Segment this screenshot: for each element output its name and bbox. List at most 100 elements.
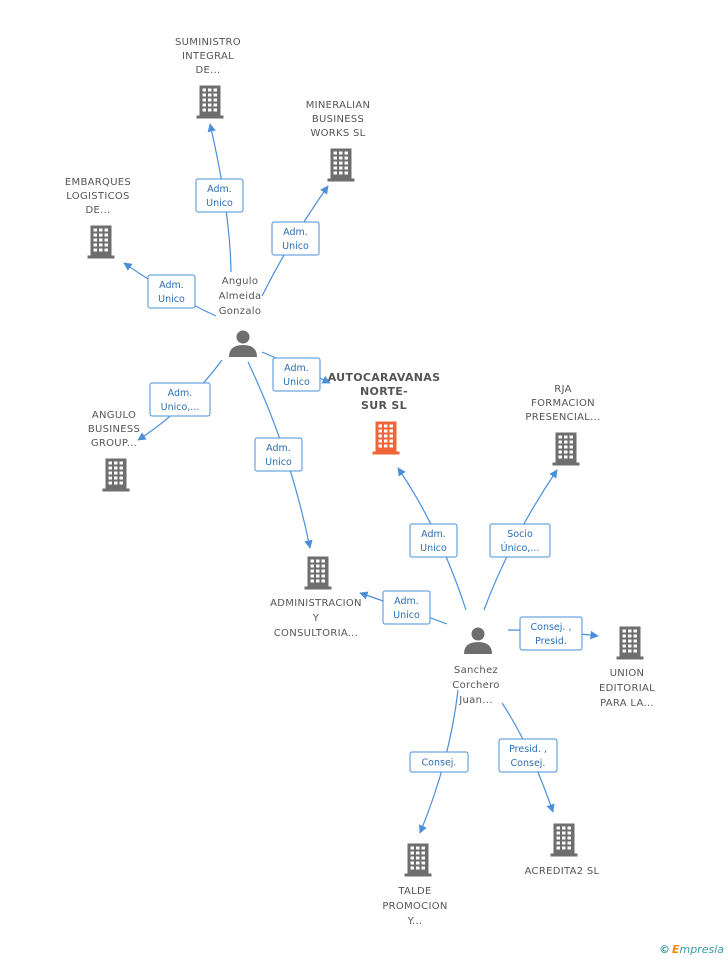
node-label: BUSINESS [88, 424, 140, 435]
node-label: FORMACION [531, 398, 595, 409]
role-text: Adm. [421, 529, 446, 540]
role-text: Unico,... [161, 402, 200, 413]
building-icon [552, 432, 580, 466]
node-label: WORKS SL [310, 128, 365, 139]
role-text: Presid. , [509, 744, 547, 755]
node-suministro[interactable]: SUMINISTRO INTEGRAL DE... [175, 37, 241, 119]
role-text: Adm. [284, 363, 309, 374]
role-text: Consej. [422, 758, 457, 769]
role-text: Unico [393, 610, 420, 621]
role-text: Unico [206, 198, 233, 209]
empresia-watermark: ©Empresia [659, 943, 724, 956]
role-text: Consej. , [531, 622, 572, 633]
role-badge[interactable]: Consej. [409, 751, 469, 773]
building-icon [372, 421, 400, 455]
role-text: Presid. [535, 636, 567, 647]
node-label: Y... [407, 916, 423, 927]
role-badge-frame [498, 738, 558, 773]
role-badge[interactable]: Adm. Unico [254, 437, 303, 472]
node-embarques[interactable]: EMBARQUESLOGISTICOSDE... [65, 177, 131, 259]
node-acredita2[interactable]: ACREDITA2 SL [525, 823, 600, 878]
role-badge[interactable]: Adm.Unico [382, 590, 431, 625]
building-icon [102, 458, 130, 492]
node-rja[interactable]: RJA FORMACION PRESENCIAL... [525, 384, 600, 466]
role-text: Adm. [283, 227, 308, 238]
person-icon [229, 330, 257, 357]
role-text: Socio [507, 529, 533, 540]
brand-name: mpresia [679, 943, 724, 956]
node-label: NORTE- [360, 385, 408, 398]
role-text: Unico [265, 457, 292, 468]
role-badge-frame [147, 274, 196, 309]
role-badge[interactable]: Consej. , Presid. [519, 616, 583, 651]
role-badge[interactable]: Adm.Unico [409, 523, 458, 558]
node-label: EDITORIAL [599, 683, 655, 694]
node-label: SUMINISTRO [175, 37, 241, 48]
node-label: ANGULO [92, 410, 136, 421]
node-label: BUSINESS [312, 114, 364, 125]
node-label: UNION [610, 668, 645, 679]
node-angulo_business[interactable]: ANGULOBUSINESSGROUP... [88, 410, 140, 492]
node-sanchez[interactable]: SanchezCorcheroJuan... [452, 627, 499, 707]
role-text: Consej. [511, 758, 546, 769]
node-label: EMBARQUES [65, 177, 131, 188]
role-badge-frame [271, 221, 320, 256]
node-administracion[interactable]: ADMINISTRACIONYCONSULTORIA... [270, 556, 362, 640]
role-badge[interactable]: Adm.Unico [147, 274, 196, 309]
node-union[interactable]: UNION EDITORIAL PARA LA... [599, 626, 655, 710]
role-badge[interactable]: Presid. , Consej. [498, 738, 558, 773]
role-badge[interactable]: SocioÚnico,... [489, 523, 551, 558]
role-badge-frame [409, 751, 469, 773]
node-talde[interactable]: TALDE PROMOCION Y... [382, 843, 447, 928]
copyright-icon: © [658, 943, 670, 956]
node-label: MINERALIAN [306, 100, 371, 111]
node-label: DE... [195, 65, 220, 76]
building-icon [616, 626, 644, 660]
role-badge-frame [195, 178, 244, 213]
edges-layer [123, 123, 599, 834]
node-label: DE... [85, 205, 110, 216]
role-badge[interactable]: Adm. Unico,... [149, 382, 211, 417]
role-badge-frame [149, 382, 211, 417]
role-text: Adm. [168, 388, 193, 399]
role-text: Unico [158, 294, 185, 305]
node-mineralian[interactable]: MINERALIAN BUSINESS WORKS SL [306, 100, 371, 182]
node-label: INTEGRAL [182, 51, 234, 62]
person-icon [464, 627, 492, 654]
node-label: AUTOCARAVANAS [328, 371, 441, 384]
role-badge-frame [409, 523, 458, 558]
node-label: Gonzalo [219, 306, 262, 317]
building-icon [404, 843, 432, 877]
role-badge-frame [254, 437, 303, 472]
node-label: ADMINISTRACION [270, 598, 362, 609]
node-label: Almeida [219, 291, 262, 302]
node-label: Corchero [452, 680, 499, 691]
node-label: PRESENCIAL... [525, 412, 600, 423]
role-badge[interactable]: Adm.Unico [272, 357, 321, 392]
role-text: Unico [282, 241, 309, 252]
building-icon [196, 85, 224, 119]
node-label: CONSULTORIA... [274, 628, 358, 639]
building-icon [550, 823, 578, 857]
role-badge-frame [382, 590, 431, 625]
building-icon [304, 556, 332, 590]
role-text: Adm. [266, 443, 291, 454]
node-label: Juan... [458, 695, 492, 706]
roles-layer: Adm.UnicoAdm.UnicoAdm.UnicoAdm.UnicoAdm.… [147, 178, 583, 773]
node-label: Sanchez [454, 665, 498, 676]
role-text: Único,... [501, 542, 540, 554]
node-label: Angulo [222, 276, 259, 287]
node-label: TALDE [397, 886, 431, 897]
node-label: SUR SL [361, 399, 407, 412]
node-label: PROMOCION [382, 901, 447, 912]
node-label: RJA [554, 384, 571, 395]
brand-initial: E [671, 943, 680, 956]
role-badge[interactable]: Adm. Unico [271, 221, 320, 256]
role-badge-frame [489, 523, 551, 558]
node-label: PARA LA... [600, 698, 654, 709]
role-badge-frame [272, 357, 321, 392]
role-badge[interactable]: Adm.Unico [195, 178, 244, 213]
